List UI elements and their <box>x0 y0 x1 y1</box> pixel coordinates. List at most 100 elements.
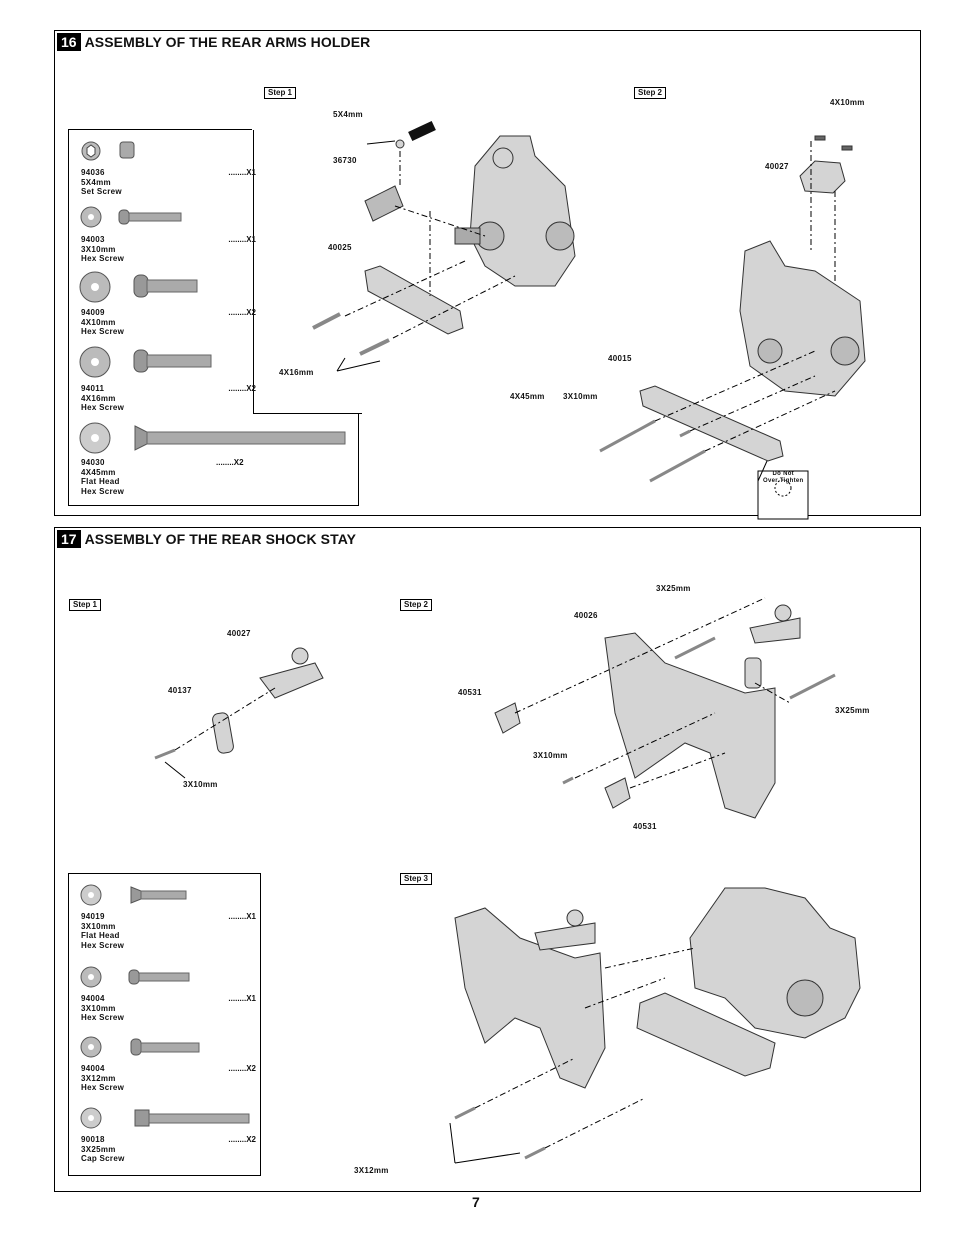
part-type: Hex Screw <box>81 940 125 950</box>
label-4x45mm: 4X45mm <box>510 392 545 401</box>
label-3x25mm: 3X25mm <box>656 584 691 593</box>
part-qty: ........X1 <box>228 912 256 921</box>
step2-diagram <box>599 135 866 520</box>
part-code: 94011 <box>81 384 105 393</box>
page-number: 7 <box>472 1194 480 1210</box>
part-code: 94036 <box>81 168 105 177</box>
part-code: 94004 <box>81 994 105 1003</box>
section-number: 16 <box>57 33 81 51</box>
section-17: 17 ASSEMBLY OF THE REAR SHOCK STAY Step … <box>54 527 921 1192</box>
label-4x10mm: 4X10mm <box>830 98 865 107</box>
hex-screw-icon <box>79 346 212 378</box>
part-code: 94019 <box>81 912 105 921</box>
hex-screw-icon <box>80 966 190 988</box>
part-size: 4X10mm <box>81 317 116 327</box>
part-type: Hex Screw <box>81 1013 125 1023</box>
part-code: 90018 <box>81 1135 105 1144</box>
section-title: ASSEMBLY OF THE REAR SHOCK STAY <box>84 531 357 547</box>
part-type: Hex Screw <box>81 254 125 264</box>
step-2-tag: Step 2 <box>400 599 433 611</box>
flat-head-screw-icon <box>80 884 187 906</box>
part-size: 4X16mm <box>81 393 116 403</box>
hex-screw-icon <box>79 271 198 303</box>
step-3-tag: Step 3 <box>400 873 433 885</box>
part-size: 4X45mm <box>81 467 116 477</box>
section-16: 16 ASSEMBLY OF THE REAR ARMS HOLDER Step… <box>54 30 921 520</box>
hex-screw-icon <box>80 206 182 228</box>
part-item: 94011 4X16mm Hex Screw ........X2 <box>79 346 256 412</box>
step3-diagram <box>449 887 861 1164</box>
label-3x25mm: 3X25mm <box>835 706 870 715</box>
cap-screw-icon <box>80 1107 250 1129</box>
part-item: 94036 5X4mm Set Screw ........X1 <box>81 140 256 196</box>
part-size: 3X10mm <box>81 244 116 254</box>
section-17-header: 17 ASSEMBLY OF THE REAR SHOCK STAY <box>57 530 356 548</box>
part-qty: ........X1 <box>228 168 256 177</box>
label-40026: 40026 <box>574 611 598 620</box>
step1-diagram <box>154 647 324 779</box>
part-qty: ........X2 <box>216 458 244 467</box>
part-type: Hex Screw <box>81 486 125 496</box>
part-item: 94003 3X10mm Hex Screw ........X1 <box>80 206 256 263</box>
part-item: 90018 3X25mm Cap Screw ........X2 <box>80 1107 256 1163</box>
label-3x10mm: 3X10mm <box>563 392 598 401</box>
label-40531: 40531 <box>633 822 657 831</box>
label-5x4mm: 5X4mm <box>333 110 363 119</box>
parts-list-17: 94019 3X10mm Flat Head Hex Screw .......… <box>68 873 261 1176</box>
part-qty: ........X2 <box>228 308 256 317</box>
part-size: 3X25mm <box>81 1144 116 1154</box>
part-type: Set Screw <box>81 187 122 197</box>
label-3x10mm: 3X10mm <box>533 751 568 760</box>
set-screw-icon <box>81 141 135 161</box>
part-item: 94009 4X10mm Hex Screw ........X2 <box>79 271 256 336</box>
part-type: Flat Head <box>81 477 120 487</box>
part-code: 94003 <box>81 235 105 244</box>
screw-cement-tag <box>408 120 436 142</box>
step-1-tag: Step 1 <box>69 599 102 611</box>
part-size: 3X10mm <box>81 1003 116 1013</box>
part-item: 94004 3X12mm Hex Screw ........X2 <box>80 1036 256 1092</box>
section-number: 17 <box>57 530 81 548</box>
part-size: 3X12mm <box>81 1073 116 1083</box>
part-code: 94009 <box>81 308 105 317</box>
part-qty: ........X2 <box>228 384 256 393</box>
label-40027: 40027 <box>765 162 789 171</box>
warning-line-1: Do Not <box>772 471 794 477</box>
part-type: Flat Head <box>81 931 120 941</box>
label-40025: 40025 <box>328 243 352 252</box>
step2-diagram <box>494 597 836 819</box>
label-3x12mm: 3X12mm <box>354 1166 389 1175</box>
label-4x16mm: 4X16mm <box>279 368 314 377</box>
label-40015: 40015 <box>608 354 632 363</box>
part-type: Hex Screw <box>81 1083 125 1093</box>
parts-list-16: 94036 5X4mm Set Screw ........X1 94003 3… <box>68 129 362 506</box>
hex-screw-icon <box>80 1036 200 1058</box>
part-code: 94004 <box>81 1064 105 1073</box>
part-code: 94030 <box>81 458 105 467</box>
part-type: Cap Screw <box>81 1154 125 1164</box>
part-qty: ........X1 <box>228 994 256 1003</box>
flat-head-screw-icon <box>79 422 346 454</box>
step-2-tag: Step 2 <box>634 87 667 99</box>
part-size: 5X4mm <box>81 177 111 187</box>
part-item: 94030 4X45mm Flat Head Hex Screw .......… <box>79 422 351 496</box>
part-size: 3X10mm <box>81 921 116 931</box>
part-item: 94004 3X10mm Hex Screw ........X1 <box>80 966 256 1022</box>
label-3x10mm: 3X10mm <box>183 780 218 789</box>
section-title: ASSEMBLY OF THE REAR ARMS HOLDER <box>84 34 371 50</box>
warning-line-2: Over Tighten <box>763 478 804 484</box>
label-40027: 40027 <box>227 629 251 638</box>
part-type: Hex Screw <box>81 327 125 337</box>
part-qty: ........X1 <box>228 235 256 244</box>
part-item: 94019 3X10mm Flat Head Hex Screw .......… <box>80 884 256 950</box>
section-16-header: 16 ASSEMBLY OF THE REAR ARMS HOLDER <box>57 33 370 51</box>
step1-diagram <box>312 120 576 372</box>
step-1-tag: Step 1 <box>264 87 297 99</box>
part-qty: ........X2 <box>228 1135 256 1144</box>
label-40137: 40137 <box>168 686 192 695</box>
part-qty: ........X2 <box>228 1064 256 1073</box>
label-36730: 36730 <box>333 156 357 165</box>
label-40531: 40531 <box>458 688 482 697</box>
do-not-over-tighten: Do Not Over Tighten <box>763 471 804 485</box>
part-type: Hex Screw <box>81 403 125 413</box>
